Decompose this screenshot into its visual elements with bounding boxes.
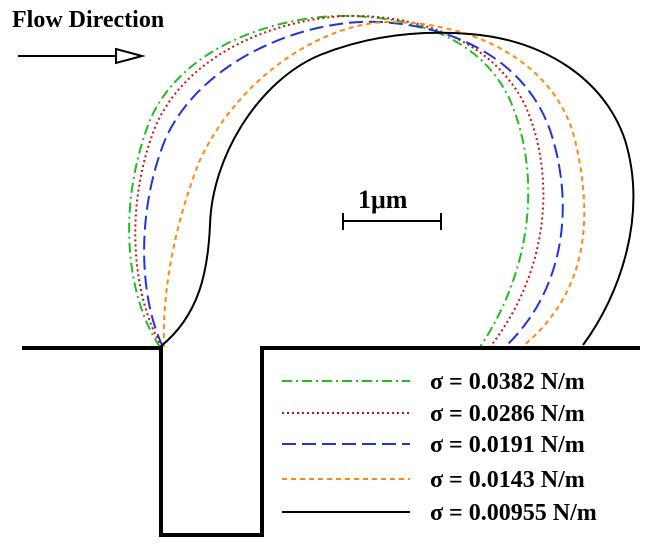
legend-entry: σ = 0.0382 N/m bbox=[282, 369, 585, 395]
legend-label-sigma-0-0382: σ = 0.0382 N/m bbox=[430, 369, 585, 395]
legend-label-sigma-0-0191: σ = 0.0191 N/m bbox=[430, 432, 585, 458]
flow-arrow-icon bbox=[18, 47, 146, 65]
contour-sigma-0-00955 bbox=[159, 31, 635, 348]
legend-label-sigma-0-00955: σ = 0.00955 N/m bbox=[430, 500, 597, 526]
scale-bar-label: 1μm bbox=[358, 185, 408, 214]
legend-entry: σ = 0.00955 N/m bbox=[282, 500, 597, 526]
legend-label-sigma-0-0143: σ = 0.0143 N/m bbox=[430, 467, 585, 493]
legend: σ = 0.0382 N/m σ = 0.0286 N/m σ = 0.0191… bbox=[282, 369, 597, 526]
wall-with-cavity bbox=[22, 346, 640, 537]
legend-entry: σ = 0.0286 N/m bbox=[282, 401, 585, 427]
contour-sigma-0-0382 bbox=[128, 14, 530, 348]
legend-entry: σ = 0.0191 N/m bbox=[282, 432, 585, 458]
legend-label-sigma-0-0286: σ = 0.0286 N/m bbox=[430, 401, 585, 427]
scale-bar bbox=[342, 213, 442, 230]
flow-direction-label: Flow Direction bbox=[12, 7, 164, 33]
contour-sigma-0-0191 bbox=[143, 20, 564, 348]
legend-entry: σ = 0.0143 N/m bbox=[282, 467, 585, 493]
contour-sigma-0-0286 bbox=[134, 14, 545, 348]
